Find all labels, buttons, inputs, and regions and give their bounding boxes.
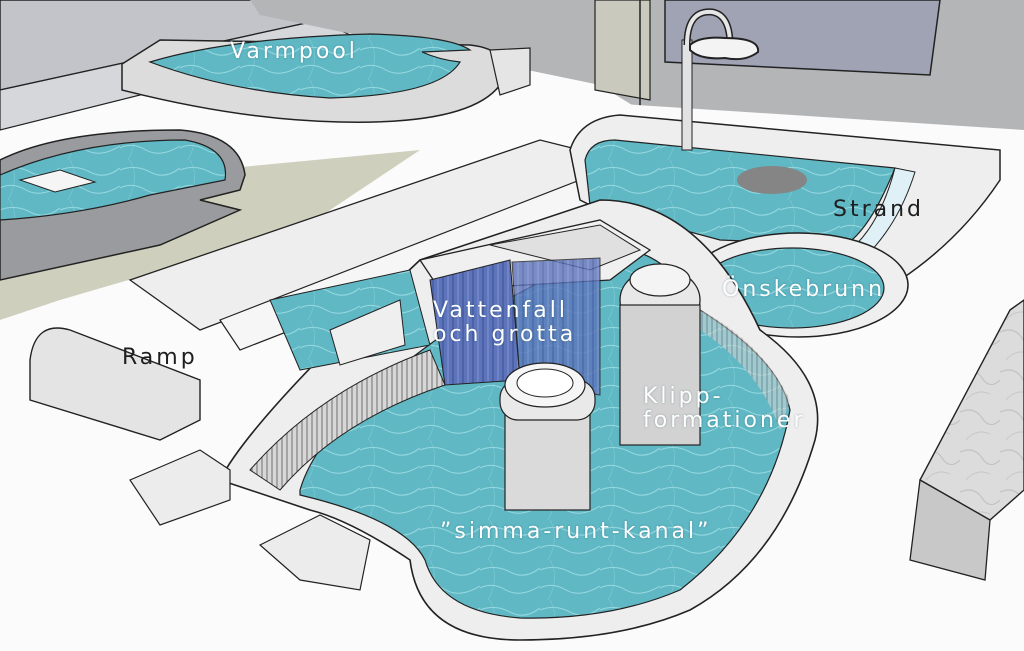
label-klipp-line1: Klipp-: [643, 384, 724, 409]
label-onskebrunn: Önskebrunn: [722, 277, 886, 302]
label-strand: Strand: [833, 197, 925, 222]
label-klipp-line2: formationer: [643, 408, 806, 433]
label-simma-runt-kanal: ”simma-runt-kanal”: [440, 519, 712, 544]
waterfall-grotto-structure: [249, 219, 652, 491]
ramp-structure: [29, 327, 371, 591]
label-vattenfall: Vattenfall och grotta: [433, 299, 576, 347]
label-klippformationer: Klipp- formationer: [643, 385, 806, 433]
label-varmpool: Varmpool: [230, 39, 358, 64]
marble-bench: [909, 299, 1024, 581]
label-vattenfall-line1: Vattenfall: [433, 298, 569, 323]
rock-pillar-front: [499, 362, 596, 511]
varmpool-structure: [121, 33, 531, 123]
label-vattenfall-line2: och grotta: [433, 322, 577, 347]
label-ramp: Ramp: [122, 345, 198, 370]
rock-pillar-back: [619, 263, 701, 446]
slide-pool-structure: [0, 129, 246, 281]
